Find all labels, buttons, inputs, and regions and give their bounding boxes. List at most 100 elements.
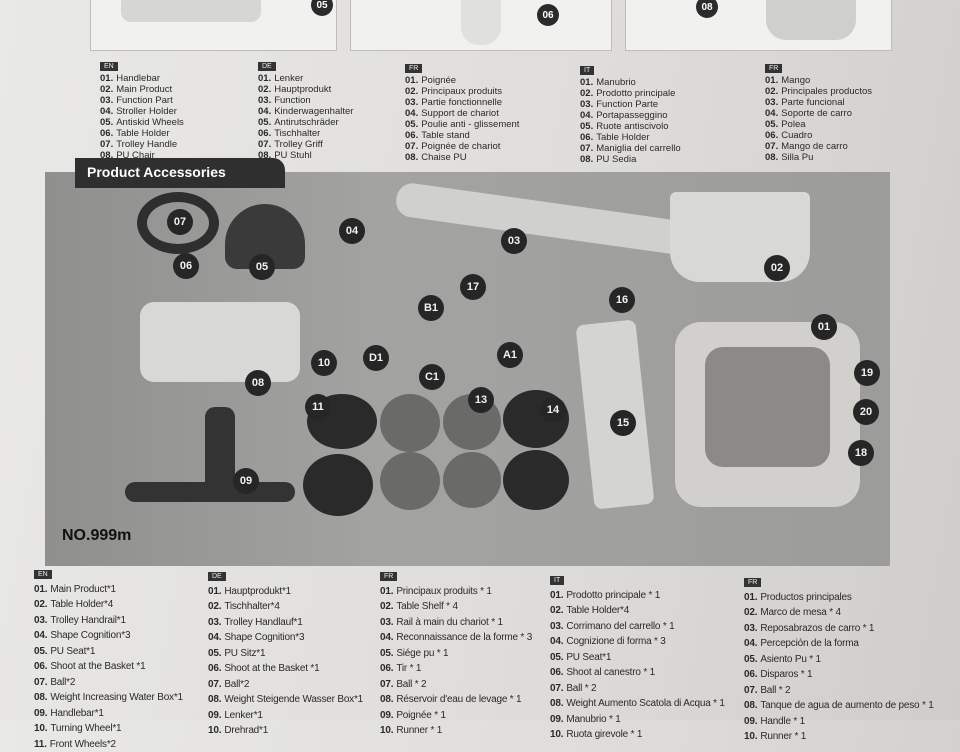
list-item: 07.Ball*2 bbox=[208, 677, 376, 693]
part-callout-14: 14 bbox=[540, 397, 566, 423]
item-label: Corrimano del carrello * 1 bbox=[566, 621, 674, 632]
item-label: Trolley Griff bbox=[274, 139, 323, 150]
item-number: 06. bbox=[34, 661, 47, 672]
list-item: 07.Poignée de chariot bbox=[405, 141, 519, 152]
list-item: 09.Poignée * 1 bbox=[380, 708, 546, 724]
item-label: Stroller Holder bbox=[116, 106, 177, 117]
item-number: 05. bbox=[34, 646, 47, 657]
list-item: 02.Table Holder*4 bbox=[550, 603, 740, 619]
list-item: 02.Table Shelf * 4 bbox=[380, 599, 546, 615]
item-label: Mango de carro bbox=[781, 141, 848, 152]
section-title: Product Accessories bbox=[75, 158, 285, 188]
item-number: 10. bbox=[208, 725, 221, 736]
list-item: 06.Table Holder bbox=[100, 128, 184, 139]
item-label: Siége pu * 1 bbox=[396, 648, 448, 659]
list-item: 03.Partie fonctionnelle bbox=[405, 97, 519, 108]
top-image-frame: 08 bbox=[625, 0, 892, 51]
item-label: Weight Aumento Scatola di Acqua * 1 bbox=[566, 698, 724, 709]
part-callout-02: 02 bbox=[764, 255, 790, 281]
item-number: 09. bbox=[34, 708, 47, 719]
item-number: 07. bbox=[100, 139, 113, 150]
item-label: Asiento Pu * 1 bbox=[760, 654, 821, 665]
part-callout-c1: C1 bbox=[419, 364, 445, 390]
top-image-frame: 05 bbox=[90, 0, 337, 51]
list-item: 04.Reconnaissance de la forme * 3 bbox=[380, 630, 546, 646]
item-label: Poignée bbox=[421, 75, 456, 86]
item-label: Hauptprodukt*1 bbox=[224, 586, 291, 597]
item-label: Cognizione di forma * 3 bbox=[566, 636, 665, 647]
item-number: 05. bbox=[380, 648, 393, 659]
list-item: 01.Prodotto principale * 1 bbox=[550, 588, 740, 604]
list-item: 04.Portapasseggino bbox=[580, 110, 681, 121]
part-image bbox=[461, 0, 501, 45]
item-label: Disparos * 1 bbox=[760, 669, 812, 680]
item-label: Tischhalter*4 bbox=[224, 601, 279, 612]
list-item: 06.Table stand bbox=[405, 130, 519, 141]
item-label: Function bbox=[274, 95, 310, 106]
item-label: PU Seat*1 bbox=[566, 652, 611, 663]
item-number: 03. bbox=[258, 95, 271, 106]
item-label: Ball * 2 bbox=[760, 685, 790, 696]
item-label: Kinderwagenhalter bbox=[274, 106, 353, 117]
list-item: 06.Table Holder bbox=[580, 132, 681, 143]
list-item: 02.Hauptprodukt bbox=[258, 84, 353, 95]
item-number: 04. bbox=[580, 110, 593, 121]
item-label: Runner * 1 bbox=[760, 731, 806, 742]
list-item: 11.Front Wheels*2 bbox=[34, 737, 204, 752]
item-number: 01. bbox=[34, 584, 47, 595]
part-callout-b1: B1 bbox=[418, 295, 444, 321]
item-number: 03. bbox=[34, 615, 47, 626]
part-callout-07: 07 bbox=[167, 209, 193, 235]
item-number: 03. bbox=[580, 99, 593, 110]
part-callout-13: 13 bbox=[468, 387, 494, 413]
item-number: 04. bbox=[258, 106, 271, 117]
item-number: 07. bbox=[765, 141, 778, 152]
item-number: 07. bbox=[744, 685, 757, 696]
language-badge: FR bbox=[405, 64, 422, 73]
list-item: 09.Handlebar*1 bbox=[34, 706, 204, 722]
list-item: 03.Parte funcional bbox=[765, 97, 872, 108]
item-number: 01. bbox=[208, 586, 221, 597]
item-label: Maniglia del carrello bbox=[596, 143, 680, 154]
item-label: Antirutschräder bbox=[274, 117, 338, 128]
list-item: 04.Support de chariot bbox=[405, 108, 519, 119]
model-number: NO.999m bbox=[62, 527, 131, 545]
item-label: Manubrio * 1 bbox=[566, 714, 620, 725]
list-item: 06.Shoot al canestro * 1 bbox=[550, 665, 740, 681]
gear-wheel bbox=[380, 394, 440, 452]
list-item: 05.PU Seat*1 bbox=[34, 644, 204, 660]
wheel-image bbox=[121, 0, 261, 22]
list-item: 08.PU Sedia bbox=[580, 154, 681, 165]
main-product-panel bbox=[705, 347, 830, 467]
list-item: 08.Weight Increasing Water Box*1 bbox=[34, 690, 204, 706]
list-item: 04.Cognizione di forma * 3 bbox=[550, 634, 740, 650]
item-label: Ruota girevole * 1 bbox=[566, 729, 642, 740]
item-label: Ball * 2 bbox=[396, 679, 426, 690]
item-label: Marco de mesa * 4 bbox=[760, 607, 841, 618]
list-item: 07.Trolley Griff bbox=[258, 139, 353, 150]
item-number: 06. bbox=[380, 663, 393, 674]
list-item: 03.Function bbox=[258, 95, 353, 106]
item-number: 09. bbox=[380, 710, 393, 721]
list-item: 07.Ball*2 bbox=[34, 675, 204, 691]
item-number: 09. bbox=[550, 714, 563, 725]
item-label: Table Holder bbox=[596, 132, 649, 143]
item-number: 04. bbox=[405, 108, 418, 119]
item-number: 02. bbox=[580, 88, 593, 99]
item-label: Weight Steigende Wasser Box*1 bbox=[224, 694, 363, 705]
gear-wheel bbox=[443, 452, 501, 508]
item-label: Ball*2 bbox=[50, 677, 75, 688]
item-label: Function Part bbox=[116, 95, 173, 106]
item-number: 04. bbox=[550, 636, 563, 647]
list-item: 08.Réservoir d'eau de levage * 1 bbox=[380, 692, 546, 708]
part-callout-20: 20 bbox=[853, 399, 879, 425]
item-number: 08. bbox=[580, 154, 593, 165]
item-label: Lenker*1 bbox=[224, 710, 262, 721]
list-item: 07.Mango de carro bbox=[765, 141, 872, 152]
language-badge: IT bbox=[550, 576, 564, 585]
